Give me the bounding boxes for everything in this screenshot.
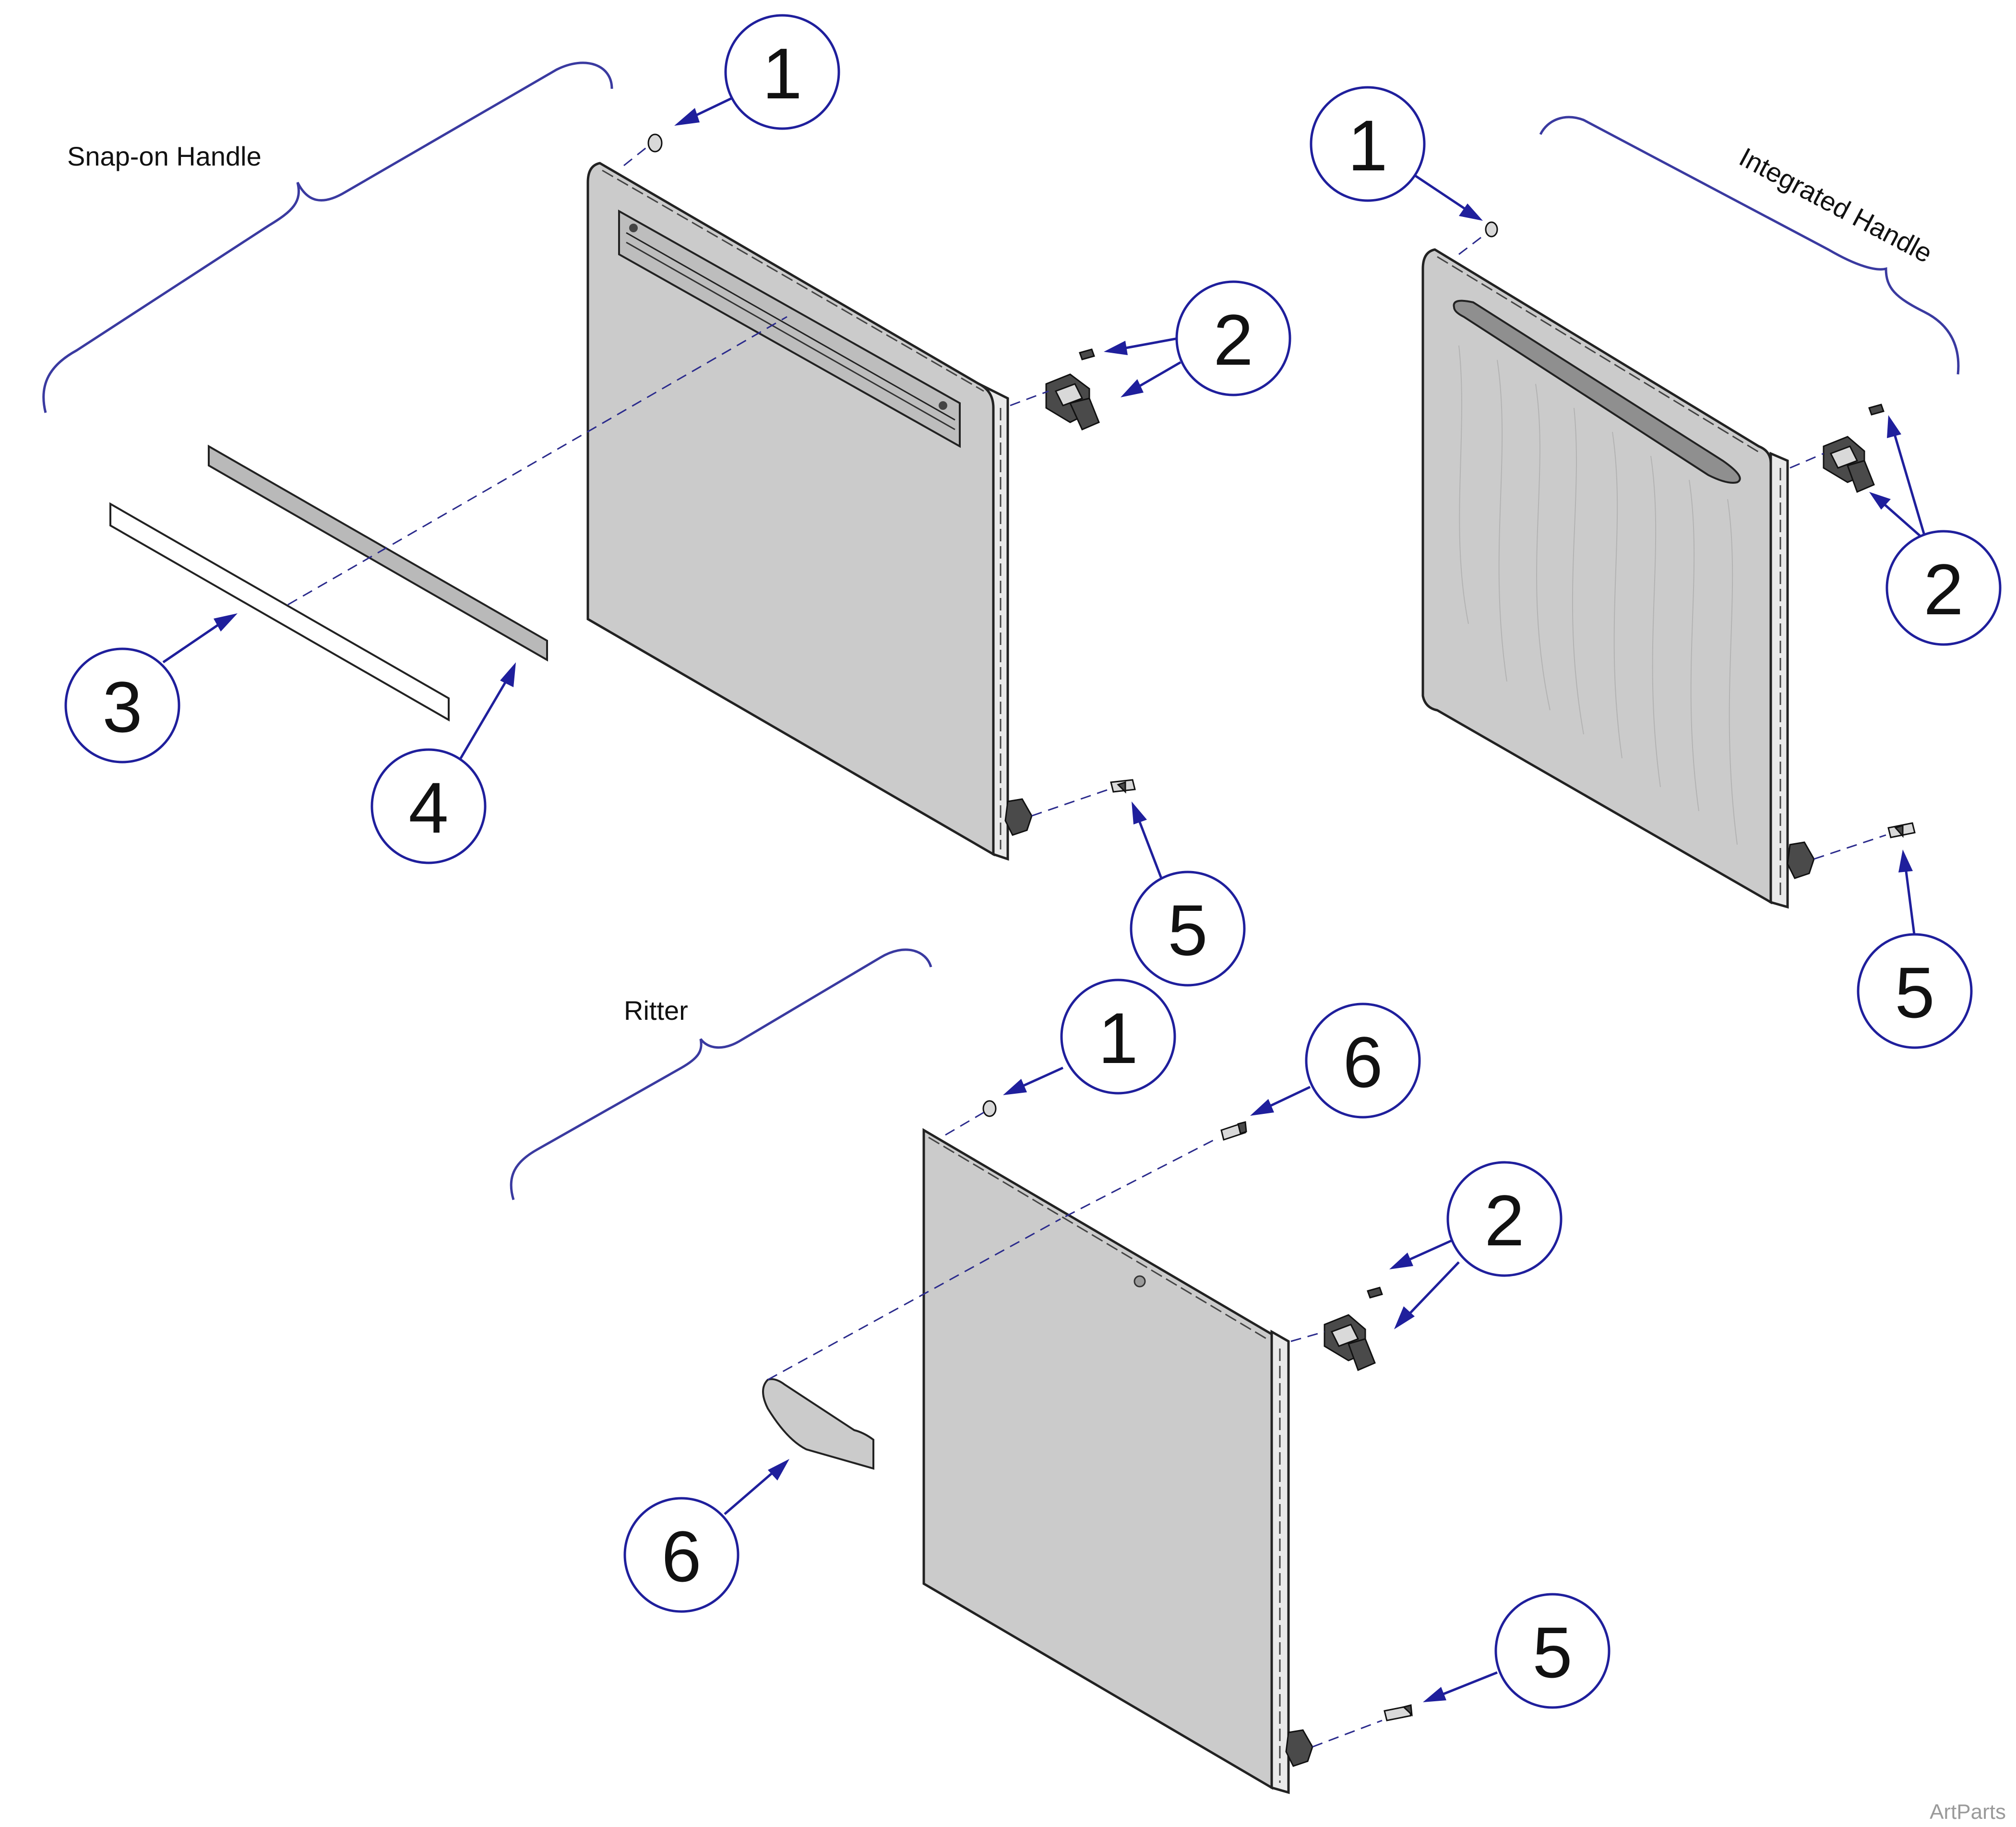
snap-on-door-panel: [586, 162, 1009, 861]
callout-rit-6a: 6: [1250, 1003, 1421, 1119]
snap-on-handle-assembly: Snap-on Handle: [42, 61, 1136, 861]
integrated-handle-label: Integrated Handle: [1734, 142, 1937, 269]
callout-rit-6b: 6: [623, 1459, 789, 1613]
rit-part-6-handle: [762, 1378, 874, 1470]
svg-text:2: 2: [1923, 549, 1963, 630]
callout-int-2: 2: [1869, 415, 2002, 646]
snap-part-1-plug: [647, 133, 663, 153]
svg-text:4: 4: [408, 767, 448, 848]
svg-text:1: 1: [1098, 998, 1138, 1078]
ritter-handle-hole: [1133, 1275, 1146, 1288]
snap-on-handle-label: Snap-on Handle: [67, 141, 262, 171]
svg-text:2: 2: [1213, 299, 1253, 380]
ritter-label: Ritter: [624, 995, 688, 1026]
callout-snap-5: 5: [1130, 801, 1246, 987]
callout-snap-2: 2: [1104, 280, 1291, 397]
int-part-2-hinge: [1823, 404, 1885, 493]
svg-text:5: 5: [1895, 952, 1934, 1033]
rit-part-6-screw: [1220, 1121, 1247, 1141]
svg-text:5: 5: [1168, 890, 1207, 970]
int-part-5-screw: [1787, 822, 1916, 879]
callout-rit-1: 1: [1003, 979, 1176, 1095]
callout-snap-4: 4: [370, 662, 516, 864]
wood-grain-texture: [1458, 345, 1738, 845]
snap-part-2-hinge: [1045, 348, 1100, 430]
svg-text:6: 6: [1343, 1022, 1383, 1102]
callout-rit-5: 5: [1423, 1593, 1610, 1709]
ritter-door-panel: [922, 1128, 1290, 1794]
callout-int-5: 5: [1857, 849, 1973, 1049]
ritter-bracket: [510, 948, 932, 1200]
integrated-handle-assembly: Integrated Handle: [1421, 116, 1960, 909]
svg-text:5: 5: [1532, 1612, 1572, 1693]
callout-int-1: 1: [1310, 86, 1483, 221]
snap-part-5-screw: [1004, 779, 1136, 836]
callout-snap-1: 1: [674, 14, 840, 130]
snap-on-bracket: [42, 61, 613, 413]
callouts: 1 2 3 4 5: [64, 14, 2002, 1709]
handle-channel: [618, 209, 961, 448]
svg-text:1: 1: [1348, 105, 1387, 186]
artparts-credit: ArtParts: [1930, 1800, 2006, 1824]
integrated-bracket: [1539, 116, 1960, 375]
ritter-assembly: Ritter: [510, 948, 1413, 1794]
svg-text:1: 1: [762, 33, 802, 114]
rit-part-5-screw: [1285, 1704, 1413, 1767]
integrated-door-panel: [1421, 248, 1789, 909]
snap-part-3-trim-strip: [109, 502, 450, 722]
svg-text:3: 3: [102, 667, 142, 747]
callout-rit-2: 2: [1389, 1161, 1563, 1329]
svg-text:6: 6: [661, 1516, 701, 1597]
callout-snap-3: 3: [64, 613, 238, 764]
rit-part-2-hinge: [1324, 1287, 1383, 1372]
rit-part-1-plug: [982, 1100, 997, 1117]
integrated-recessed-handle: [1453, 299, 1741, 484]
int-part-1-plug: [1485, 221, 1498, 238]
svg-text:2: 2: [1484, 1180, 1524, 1261]
